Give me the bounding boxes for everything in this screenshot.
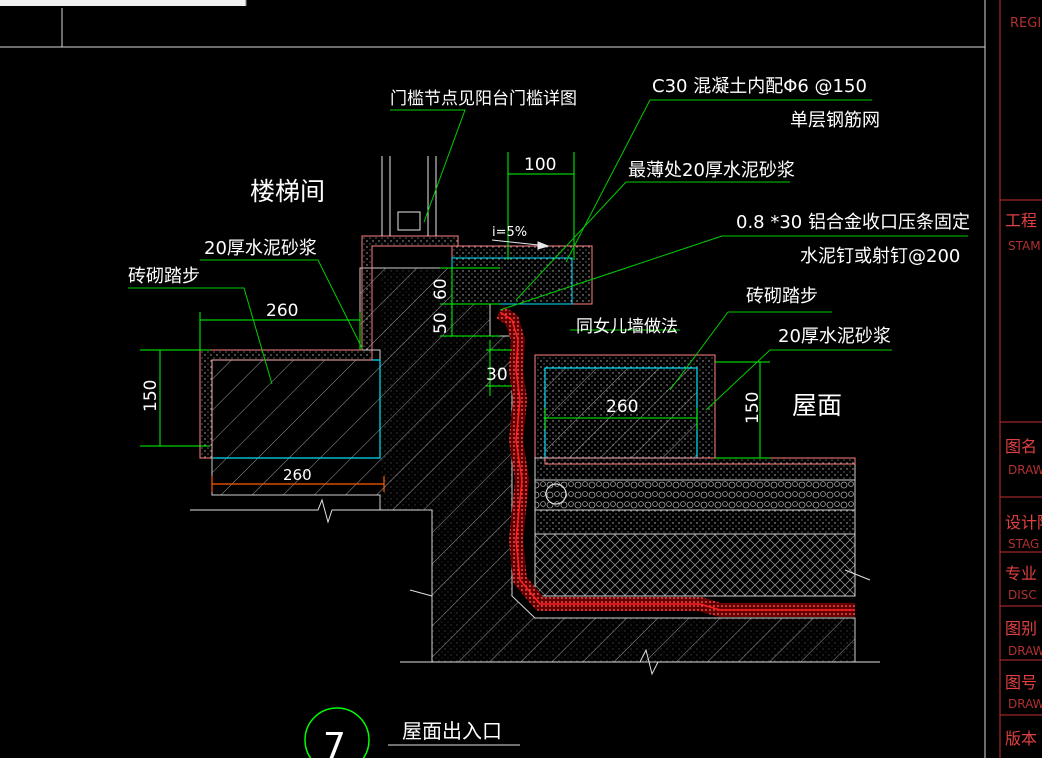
dim-50: 50 bbox=[431, 312, 451, 334]
toolbar-strip bbox=[0, 0, 246, 6]
label-concrete-line2: 单层钢筋网 bbox=[790, 110, 880, 131]
detail-number: 7 bbox=[323, 726, 346, 758]
break-lines bbox=[190, 498, 880, 676]
dim-260-bottom: 260 bbox=[283, 466, 312, 484]
tb-region: REGI bbox=[1010, 16, 1041, 31]
label-sill-note: 门槛节点见阳台门槛详图 bbox=[390, 89, 577, 109]
label-alu-strip-line2: 水泥钉或射钉@200 bbox=[800, 246, 960, 267]
dim-30: 30 bbox=[486, 365, 508, 385]
right-brick-step bbox=[544, 367, 698, 459]
label-brick-left: 砖砌踏步 bbox=[128, 266, 200, 287]
label-mortar-left: 20厚水泥砂浆 bbox=[204, 238, 317, 259]
label-brick-right: 砖砌踏步 bbox=[746, 286, 818, 307]
dim-150-left: 150 bbox=[141, 380, 161, 412]
tb-version-cn: 版本 bbox=[1005, 729, 1037, 748]
detail-title: 屋面出入口 bbox=[402, 719, 502, 743]
tb-category-en: DRAW bbox=[1008, 644, 1042, 658]
membrane-edge bbox=[499, 311, 855, 611]
tb-engineering-cn: 工程 bbox=[1005, 211, 1037, 230]
tb-number-en: DRAW bbox=[1008, 697, 1042, 711]
roof-screed-layer bbox=[534, 533, 856, 597]
leader-lines bbox=[128, 99, 968, 411]
label-stair-room: 楼梯间 bbox=[250, 177, 325, 206]
tb-category-cn: 图别 bbox=[1005, 619, 1037, 638]
sill-concrete bbox=[451, 245, 593, 305]
label-mortar-right: 20厚水泥砂浆 bbox=[778, 326, 891, 347]
dim-150-right: 150 bbox=[743, 392, 763, 424]
tb-engineering-en: STAM bbox=[1008, 239, 1041, 253]
label-parapet: 同女儿墙做法 bbox=[576, 317, 678, 337]
detail-number-circle bbox=[304, 707, 370, 758]
drain-pipe-circle bbox=[545, 483, 567, 505]
label-roof: 屋面 bbox=[792, 391, 842, 420]
door-frame bbox=[381, 156, 437, 236]
roof-insulation-layer bbox=[534, 509, 856, 535]
dimension-260-bottom bbox=[211, 476, 385, 492]
drawing-frame bbox=[0, 0, 986, 758]
dim-60: 60 bbox=[431, 278, 451, 300]
concrete-speckle bbox=[380, 268, 855, 662]
tb-discipline-en: DISC bbox=[1008, 588, 1037, 602]
left-brick-step bbox=[211, 359, 381, 459]
tb-discipline-cn: 专业 bbox=[1005, 564, 1037, 583]
tb-drawing-name-cn: 图名 bbox=[1005, 437, 1037, 456]
tb-stage-cn: 设计阶 bbox=[1005, 513, 1042, 532]
roof-protection-layer bbox=[534, 457, 856, 481]
dimension-lines bbox=[140, 152, 770, 459]
slope-arrow bbox=[491, 239, 550, 250]
title-block: REGI 工程 STAM 图名 DRAW 设计阶 STAG 专业 DISC 图别… bbox=[999, 0, 1042, 758]
dim-100: 100 bbox=[524, 155, 556, 175]
paving-strip bbox=[544, 457, 856, 465]
tb-stage-en: STAG bbox=[1008, 537, 1039, 551]
left-step-mortar bbox=[199, 235, 459, 459]
slope-label: i=5% bbox=[492, 225, 527, 240]
dim-260-right: 260 bbox=[606, 397, 638, 417]
label-concrete-line1: C30 混凝土内配Φ6 @150 bbox=[652, 76, 867, 97]
tb-number-cn: 图号 bbox=[1005, 673, 1037, 692]
dim-260-top: 260 bbox=[266, 301, 298, 321]
label-alu-strip-line1: 0.8 *30 铝合金收口压条固定 bbox=[736, 212, 970, 233]
tb-drawing-name-en: DRAW bbox=[1008, 463, 1042, 477]
label-thin-mortar: 最薄处20厚水泥砂浆 bbox=[628, 160, 795, 181]
roof-gravel-layer bbox=[534, 479, 856, 511]
